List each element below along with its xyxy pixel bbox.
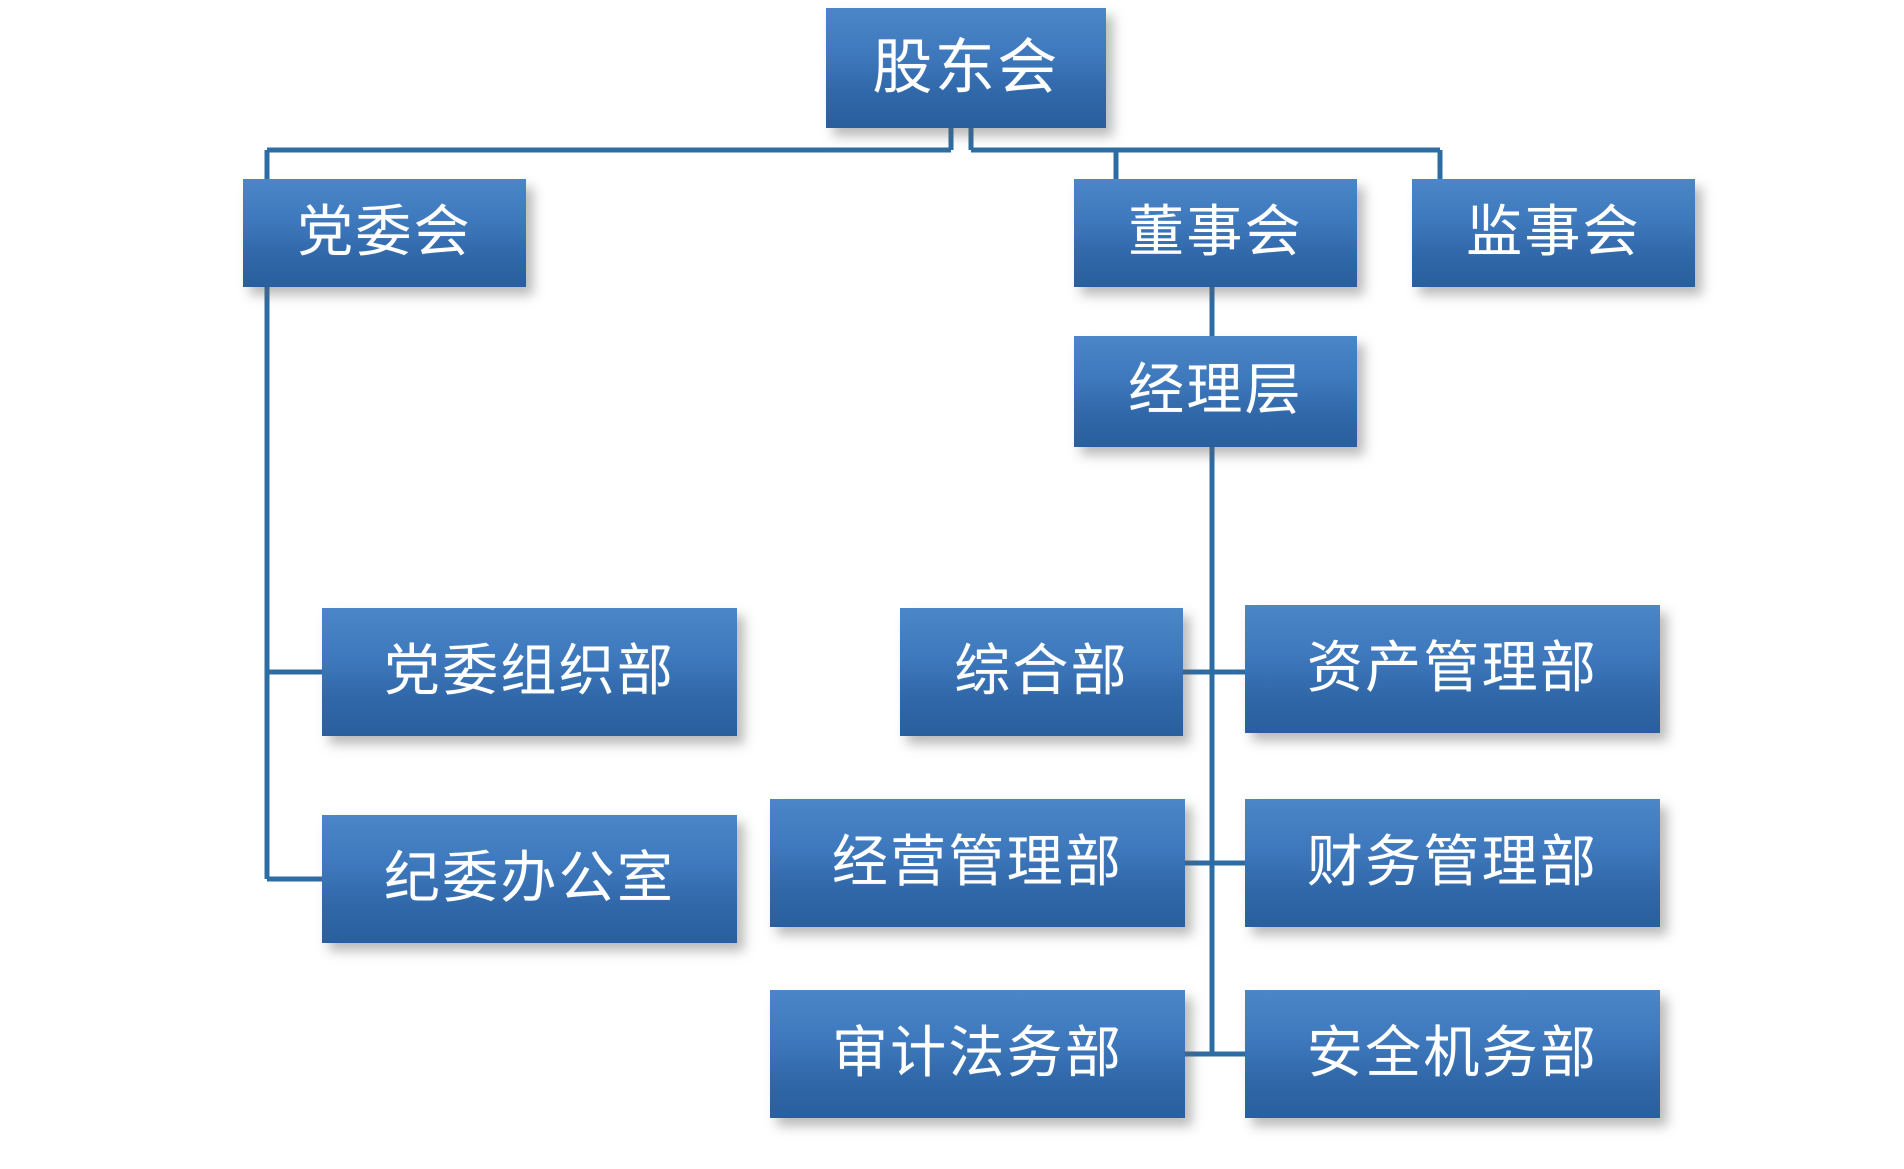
node-finance-management-dept[interactable]: 财务管理部 [1245,799,1660,927]
node-board-of-directors[interactable]: 董事会 [1074,179,1357,287]
node-label-party-committee: 党委会 [297,201,472,264]
node-label-board-of-directors: 董事会 [1128,201,1303,264]
node-label-board-of-supervisors: 监事会 [1466,201,1641,264]
node-label-audit-legal-dept: 审计法务部 [831,1022,1124,1085]
node-discipline-office[interactable]: 纪委办公室 [322,815,737,943]
node-label-safety-machinery-dept: 安全机务部 [1306,1022,1599,1085]
node-audit-legal-dept[interactable]: 审计法务部 [770,990,1185,1118]
node-business-management-dept[interactable]: 经营管理部 [770,799,1185,927]
node-label-discipline-office: 纪委办公室 [383,847,676,910]
node-management-layer[interactable]: 经理层 [1074,336,1357,447]
node-general-affairs-dept[interactable]: 综合部 [900,608,1183,736]
node-label-management-layer: 经理层 [1128,360,1303,423]
node-label-shareholders-meeting: 股东会 [872,34,1060,101]
node-asset-management-dept[interactable]: 资产管理部 [1245,605,1660,733]
node-label-general-affairs-dept: 综合部 [954,640,1129,703]
node-label-party-organization-dept: 党委组织部 [383,640,676,703]
node-label-business-management-dept: 经营管理部 [831,831,1124,894]
node-label-finance-management-dept: 财务管理部 [1306,831,1599,894]
node-label-asset-management-dept: 资产管理部 [1306,637,1599,700]
node-party-organization-dept[interactable]: 党委组织部 [322,608,737,736]
node-party-committee[interactable]: 党委会 [243,179,526,287]
node-shareholders-meeting[interactable]: 股东会 [826,8,1106,128]
node-safety-machinery-dept[interactable]: 安全机务部 [1245,990,1660,1118]
node-board-of-supervisors[interactable]: 监事会 [1412,179,1695,287]
